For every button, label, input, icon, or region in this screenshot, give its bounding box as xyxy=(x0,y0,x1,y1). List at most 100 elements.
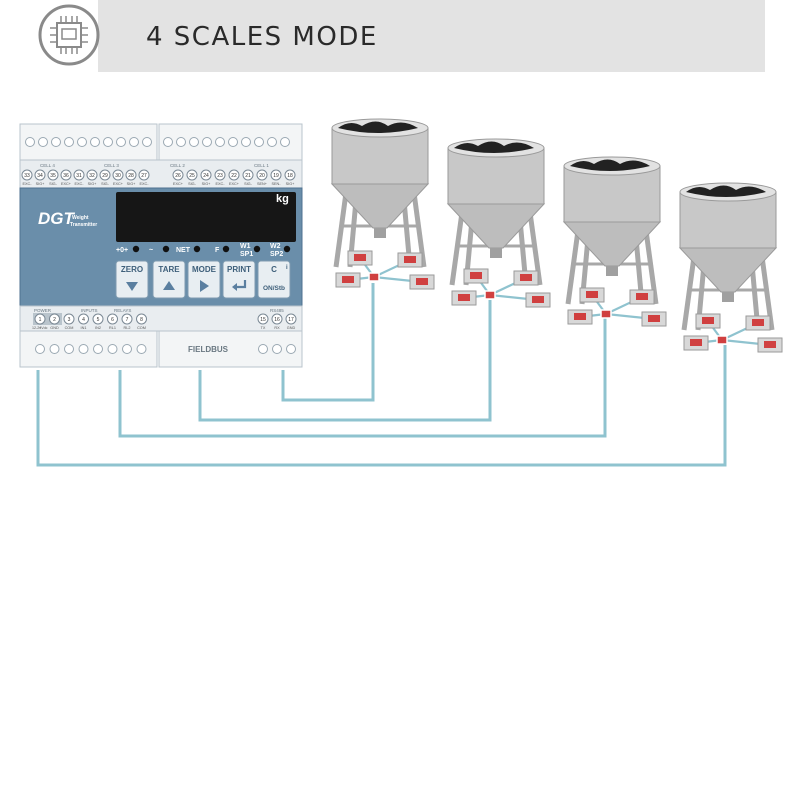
button-face xyxy=(115,260,149,299)
screw-icon xyxy=(107,344,118,354)
button-face xyxy=(222,260,256,299)
terminal-icon xyxy=(138,169,150,181)
arrow-right-icon xyxy=(200,280,209,292)
print-button[interactable]: PRINT xyxy=(222,260,256,299)
screw-icon xyxy=(254,137,264,147)
wire-2 xyxy=(198,300,492,422)
terminal-number: 24 xyxy=(203,173,209,179)
terminal-number: 34 xyxy=(37,173,43,179)
silo-contents xyxy=(686,185,766,197)
screw-icon xyxy=(267,137,277,147)
silo-contents xyxy=(570,159,650,171)
terminal-number: 4 xyxy=(82,317,85,323)
brand-subtitle: Transmitter xyxy=(70,222,97,228)
button-label: TARE xyxy=(158,265,180,274)
terminal-icon xyxy=(285,313,297,325)
terminal-number: 23 xyxy=(217,173,223,179)
screw-icon xyxy=(176,137,186,147)
load-cell-icon xyxy=(586,291,598,298)
arrow-up-icon xyxy=(163,281,175,290)
terminal-icon xyxy=(21,169,33,181)
silo-contents xyxy=(454,141,534,153)
terminal-icon xyxy=(78,313,89,325)
zero-button[interactable]: ZERO xyxy=(115,260,149,299)
screw-icon xyxy=(51,137,61,147)
load-cell-icon xyxy=(416,278,428,285)
terminal-number: 33 xyxy=(24,173,30,179)
indicator-label: +0+ xyxy=(116,247,128,254)
terminal-number: 27 xyxy=(141,173,147,179)
terminal-number: 20 xyxy=(259,173,265,179)
button-label: MODE xyxy=(192,265,217,274)
terminal-signal: SIG- xyxy=(188,182,197,186)
load-cell-icon xyxy=(690,339,702,346)
terminal-signal: SIG+ xyxy=(127,182,137,186)
terminal-icon xyxy=(73,169,85,181)
cell-group-label: CELL 3 xyxy=(104,163,119,168)
brand-logo: DGT xyxy=(38,209,76,228)
terminal-icon xyxy=(200,169,212,181)
terminal-number: 7 xyxy=(126,317,129,323)
terminal-icon xyxy=(34,169,46,181)
terminal-signal: SIG+ xyxy=(88,182,98,186)
button-face xyxy=(152,260,186,299)
terminal-signal: COM xyxy=(137,326,146,330)
silo-outlet xyxy=(374,228,386,238)
terminal-signal: RL2 xyxy=(124,326,131,330)
junction-box-icon xyxy=(716,335,728,345)
terminal-icon xyxy=(63,313,75,325)
terminal-signal: IN1 xyxy=(81,326,87,330)
terminal-signal: SIG- xyxy=(101,182,110,186)
wires xyxy=(36,283,727,467)
load-cell-icon xyxy=(458,294,470,301)
screw-icon xyxy=(64,344,74,354)
enter-arrow-icon xyxy=(232,283,237,291)
terminal-signal: RL1 xyxy=(109,326,116,330)
terminal-signal: SIG+ xyxy=(286,182,296,186)
terminal-icon xyxy=(257,313,269,325)
enter-icon xyxy=(235,280,247,289)
terminal-number: 29 xyxy=(102,173,108,179)
terminal-number: 5 xyxy=(97,317,100,323)
wire-3 xyxy=(118,318,607,438)
screw-icon xyxy=(38,137,48,147)
indicator-label: NET xyxy=(176,247,191,254)
terminal-number: 8 xyxy=(140,317,143,323)
terminal-icon xyxy=(256,169,268,181)
indicator-led xyxy=(193,245,201,253)
terminal-number: 25 xyxy=(189,173,195,179)
button-label-secondary: ON/Stb xyxy=(263,285,285,292)
screw-icon xyxy=(272,344,282,354)
junction-box-icon xyxy=(600,309,612,319)
terminal-number: 31 xyxy=(76,173,82,179)
terminal-icon xyxy=(242,169,254,181)
tare-button[interactable]: TARE xyxy=(152,260,186,299)
mode-button[interactable]: MODE xyxy=(187,260,221,299)
terminal-icon xyxy=(112,169,124,181)
terminal-icon xyxy=(99,169,111,181)
terminal-icon xyxy=(34,313,46,325)
screw-icon xyxy=(258,344,268,354)
terminal-icon xyxy=(172,169,184,181)
load-cell-icon xyxy=(764,341,776,348)
screw-icon xyxy=(90,137,100,147)
screw-icon xyxy=(25,137,35,147)
terminal-icon xyxy=(271,313,283,325)
screw-icon xyxy=(129,137,139,147)
indicator-led xyxy=(132,245,140,253)
button-face xyxy=(257,260,291,299)
screw-icon xyxy=(77,137,87,147)
silos xyxy=(330,118,783,353)
load-cell-icon xyxy=(574,313,586,320)
indicator-label: W1 xyxy=(240,243,251,250)
load-cell-icon xyxy=(752,319,764,326)
load-cell-icon xyxy=(404,256,416,263)
terminal-icon xyxy=(270,169,282,181)
display xyxy=(116,192,296,242)
silo-2 xyxy=(446,138,551,308)
indicator-label: F xyxy=(215,247,220,254)
screw-icon xyxy=(286,344,296,354)
